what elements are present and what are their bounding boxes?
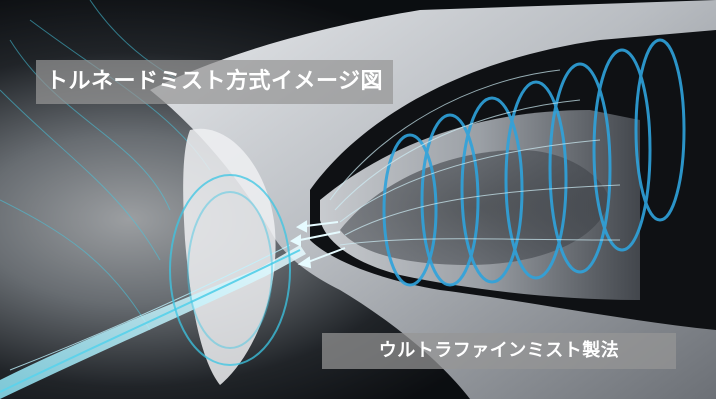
method-caption: ウルトラファインミスト製法 [322, 333, 676, 369]
flow-guide-lines [329, 69, 621, 246]
mist-stream [0, 244, 306, 399]
outlet-swirl [169, 174, 291, 366]
spiral-coils [382, 38, 686, 287]
flow-arrows [289, 220, 346, 269]
illustration-title-caption: トルネードミスト方式イメージ図 [36, 60, 394, 104]
